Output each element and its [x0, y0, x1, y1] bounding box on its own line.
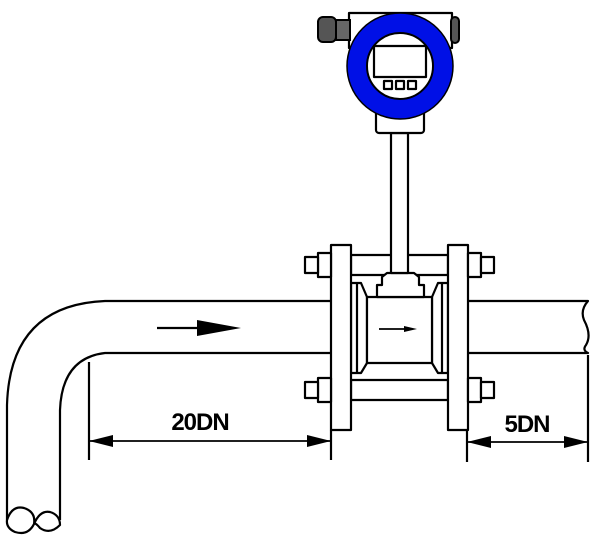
button-icon [382, 79, 394, 91]
display-ring [347, 13, 453, 119]
sensor-stem [389, 131, 410, 275]
button-icon [394, 79, 406, 91]
left-flange [303, 243, 353, 432]
transmitter-head [317, 11, 460, 135]
button-icon [406, 79, 418, 91]
meter-body [349, 271, 450, 375]
dimension-20dn: 20DN [87, 362, 333, 460]
flow-direction-arrow [157, 320, 241, 336]
dimension-5dn: 5DN [465, 355, 590, 462]
downstream-length-label: 5DN [504, 411, 549, 438]
lcd-display [372, 44, 428, 79]
cable-gland-icon [317, 16, 337, 43]
right-flange [446, 243, 496, 432]
upstream-length-label: 20DN [171, 409, 228, 436]
downstream-pipe [468, 299, 590, 355]
upstream-pipe-bend [5, 299, 331, 535]
internal-flow-arrow [404, 326, 417, 332]
